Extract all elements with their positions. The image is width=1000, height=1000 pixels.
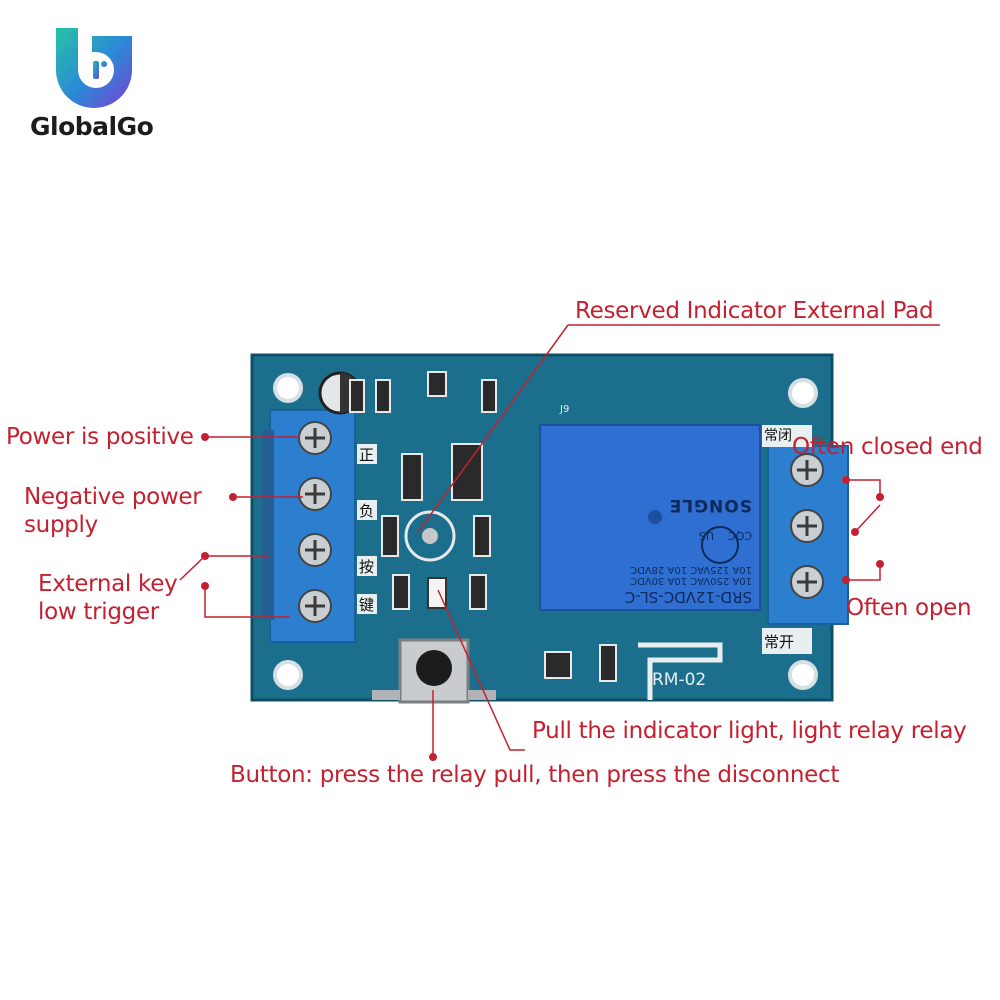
pin-label-key1: 按	[359, 558, 375, 576]
label-often-open: Often open	[846, 595, 972, 621]
label-external-key-1: External key	[38, 571, 178, 597]
relay-rating-2: 10A 125VAC 10A 28VDC	[630, 564, 752, 575]
relay-cert-cqc: CQC	[727, 529, 752, 542]
leader-dots	[201, 433, 884, 761]
no-silk-label: 常开	[764, 633, 795, 651]
relay-cert-us: US	[698, 529, 714, 542]
smd-components	[349, 371, 617, 682]
label-negative-power-2: supply	[24, 512, 98, 538]
brand-name: GlobalGo	[30, 112, 154, 141]
model-label: RM-02	[652, 670, 707, 690]
label-often-closed: Often closed end	[792, 434, 983, 460]
relay-text: SRD-12VDC-SL-C 10A 250VAC 10A 30VDC 10A …	[548, 436, 752, 606]
mounting-holes	[273, 373, 818, 690]
label-reserved-indicator: Reserved Indicator External Pad	[575, 298, 934, 324]
label-negative-power-1: Negative power	[24, 484, 202, 510]
label-power-positive: Power is positive	[6, 424, 194, 450]
label-pull-indicator: Pull the indicator light, light relay re…	[532, 718, 967, 744]
relay-brand: SONGLE	[668, 495, 752, 515]
leader-lines	[179, 324, 940, 757]
relay-model: SRD-12VDC-SL-C	[624, 588, 752, 606]
board-small-label: J9	[560, 404, 570, 415]
relay-rating-1: 10A 250VAC 10A 30VDC	[630, 575, 752, 586]
nc-silk-label: 常闭	[764, 428, 792, 444]
pin-label-positive: 正	[359, 446, 375, 464]
pin-label-negative: 负	[359, 502, 375, 520]
pin-label-key2: 键	[359, 596, 375, 614]
globalgo-logo-icon	[56, 28, 132, 108]
brand-logo	[52, 26, 140, 114]
label-button: Button: press the relay pull, then press…	[230, 762, 840, 788]
label-external-key-2: low trigger	[38, 599, 159, 625]
